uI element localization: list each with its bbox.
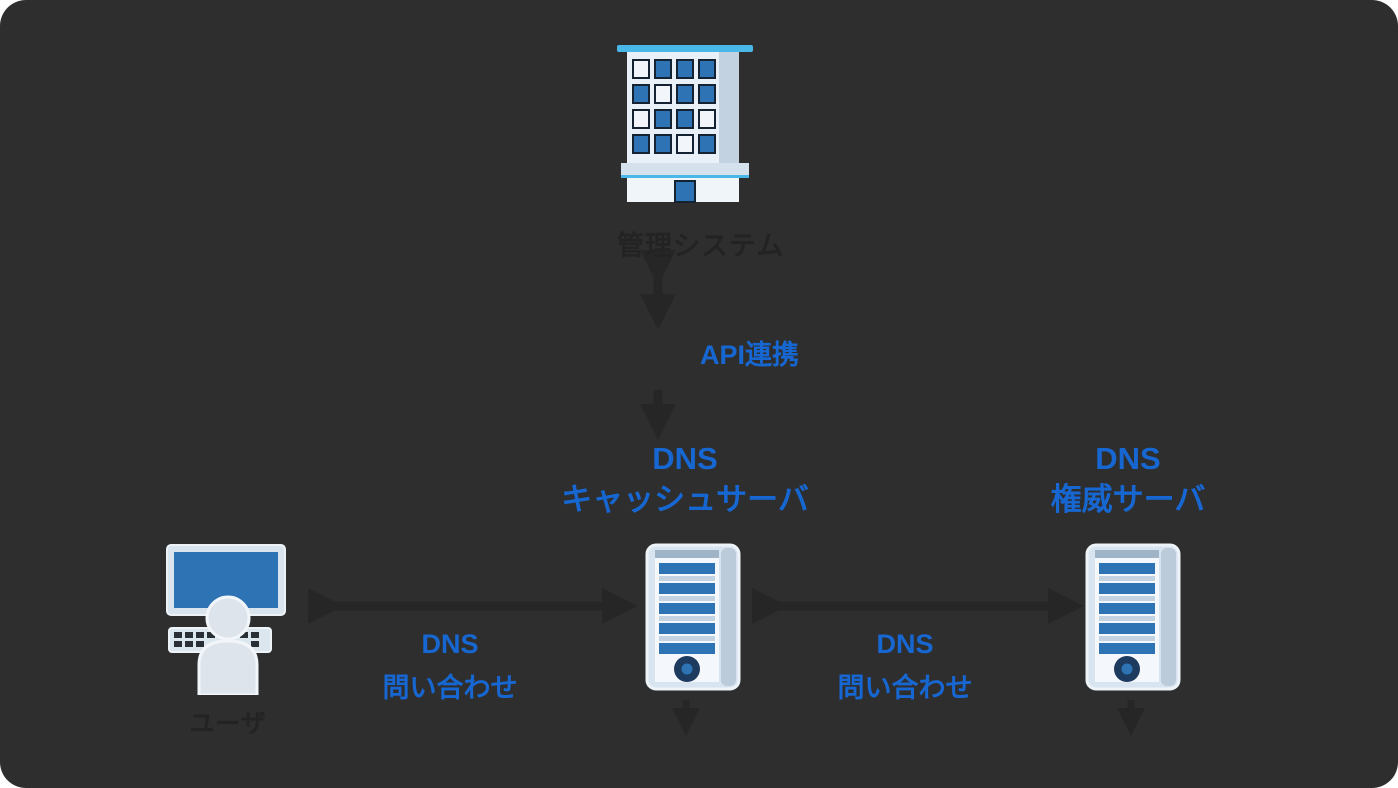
- cache-server-title-line1: DNS: [652, 441, 718, 476]
- user-query-line2: 問い合わせ: [382, 673, 518, 703]
- auth-server-title-line2: 権威サーバ: [1050, 482, 1206, 517]
- person-head: [205, 595, 251, 641]
- building-label: 管理システム: [617, 231, 785, 261]
- upstream-query-line2: 問い合わせ: [837, 673, 973, 703]
- cache-server-title-line2: キャッシュサーバ: [561, 482, 809, 517]
- cache-server-title: DNS キャッシュサーバ: [535, 438, 835, 520]
- management-system-node: 管理システム: [617, 45, 785, 263]
- auth-server-node: [1085, 543, 1185, 698]
- user-query-line1: DNS: [421, 629, 479, 659]
- person-body: [197, 639, 259, 697]
- cache-server-node: [645, 543, 745, 698]
- user-computer-icon: [166, 544, 286, 697]
- cache-server-icon: [645, 543, 741, 691]
- auth-server-icon: [1085, 543, 1181, 691]
- user-label: ユーザ: [189, 710, 267, 738]
- building-icon: [617, 45, 753, 203]
- upstream-query-label: DNS 問い合わせ: [795, 622, 1015, 710]
- upstream-query-line1: DNS: [876, 629, 934, 659]
- user-node: ユーザ: [163, 543, 293, 740]
- user-query-label: DNS 問い合わせ: [340, 622, 560, 710]
- auth-server-title-line1: DNS: [1095, 441, 1161, 476]
- auth-server-title: DNS 権威サーバ: [978, 438, 1278, 520]
- api-link-label: API連携: [700, 340, 800, 370]
